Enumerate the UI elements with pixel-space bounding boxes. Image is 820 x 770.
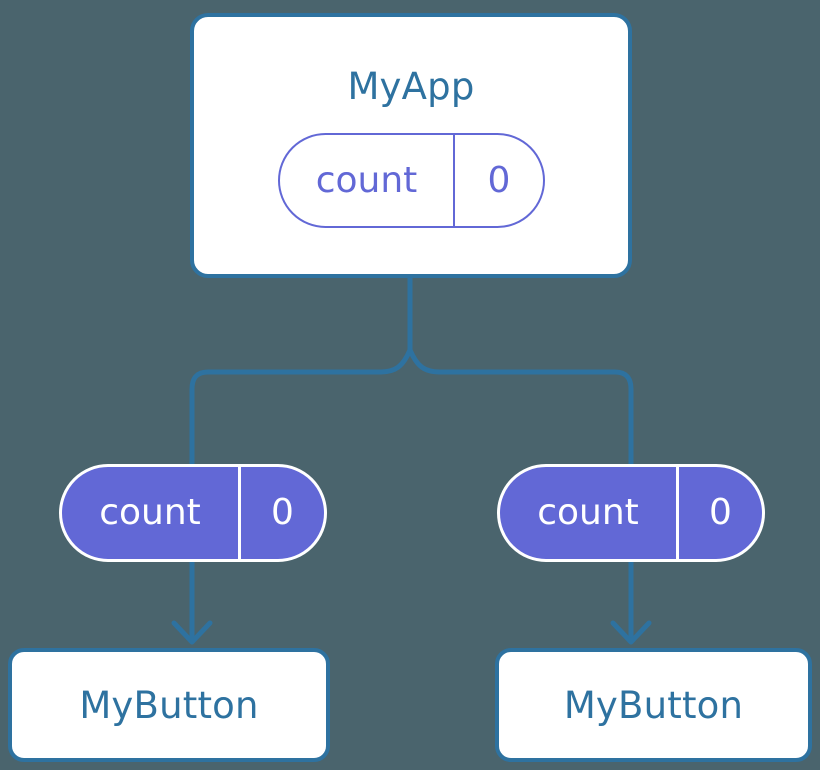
state-pill-key: count (315, 159, 418, 201)
prop-pill-right-count[interactable]: count 0 (497, 464, 765, 562)
prop-pill-right-key: count (537, 492, 639, 533)
connector-branch-right (407, 348, 634, 464)
prop-pill-left-key: count (99, 492, 201, 533)
prop-down-arrow-left-head (171, 620, 213, 645)
component-title-mybutton-left: MyButton (79, 683, 259, 727)
prop-pill-left-value: 0 (238, 467, 324, 559)
prop-pill-left-count[interactable]: count 0 (59, 464, 327, 562)
component-card-mybutton-right[interactable]: MyButton (495, 648, 812, 762)
state-pill-root-count[interactable]: count 0 (278, 133, 545, 228)
prop-down-arrow-right-head (610, 620, 652, 645)
component-title-mybutton-right: MyButton (563, 683, 744, 727)
page-title: MyApp (347, 65, 475, 108)
component-card-mybutton-left[interactable]: MyButton (8, 648, 330, 762)
state-pill-value: 0 (453, 135, 543, 226)
prop-pill-right-value: 0 (676, 467, 762, 559)
connector-branch-left (189, 348, 413, 464)
